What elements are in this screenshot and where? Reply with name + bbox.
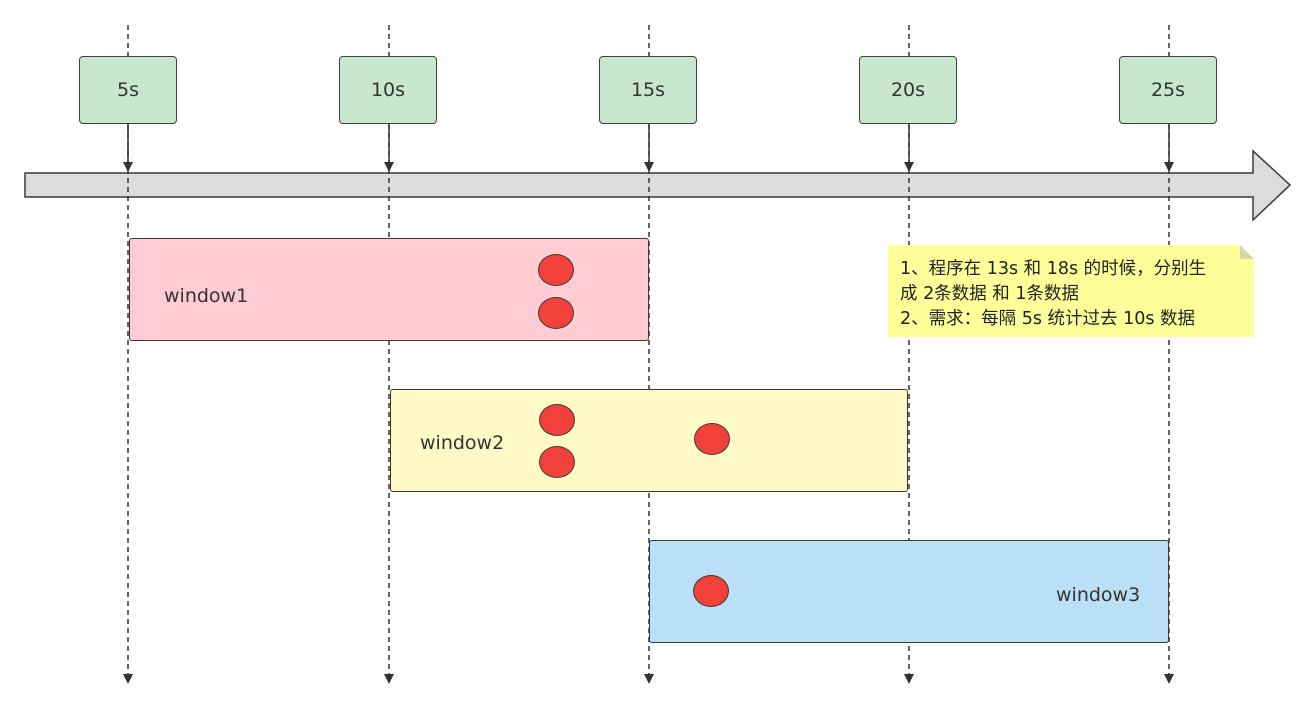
event-dot bbox=[539, 404, 575, 436]
window1-label: window1 bbox=[164, 285, 249, 307]
note-line-2: 成 2条数据 和 1条数据 bbox=[900, 284, 1079, 304]
window2-box bbox=[390, 389, 908, 492]
sticky-note: 1、程序在 13s 和 18s 的时候，分别生 成 2条数据 和 1条数据 2、… bbox=[888, 245, 1254, 337]
tick-label: 10s bbox=[370, 79, 406, 101]
note-line-3: 2、需求：每隔 5s 统计过去 10s 数据 bbox=[900, 309, 1196, 329]
event-dot bbox=[538, 297, 574, 329]
tick-label: 5s bbox=[117, 79, 139, 101]
event-dot bbox=[693, 575, 729, 607]
window3-label: window3 bbox=[1056, 584, 1141, 606]
window3-box bbox=[649, 540, 1169, 643]
tick-box-10s: 10s bbox=[339, 56, 437, 124]
window2-label: window2 bbox=[420, 432, 505, 454]
note-corner-fold bbox=[1240, 245, 1254, 259]
tick-label: 20s bbox=[890, 79, 926, 101]
event-dot bbox=[694, 423, 730, 455]
tick-box-5s: 5s bbox=[79, 56, 177, 124]
tick-label: 25s bbox=[1150, 79, 1186, 101]
time-axis-arrow bbox=[24, 149, 1292, 222]
event-dot bbox=[538, 254, 574, 286]
tick-box-15s: 15s bbox=[599, 56, 697, 124]
tick-box-25s: 25s bbox=[1119, 56, 1217, 124]
tick-label: 15s bbox=[630, 79, 666, 101]
note-line-1: 1、程序在 13s 和 18s 的时候，分别生 bbox=[900, 259, 1207, 279]
tick-box-20s: 20s bbox=[859, 56, 957, 124]
event-dot bbox=[539, 446, 575, 478]
